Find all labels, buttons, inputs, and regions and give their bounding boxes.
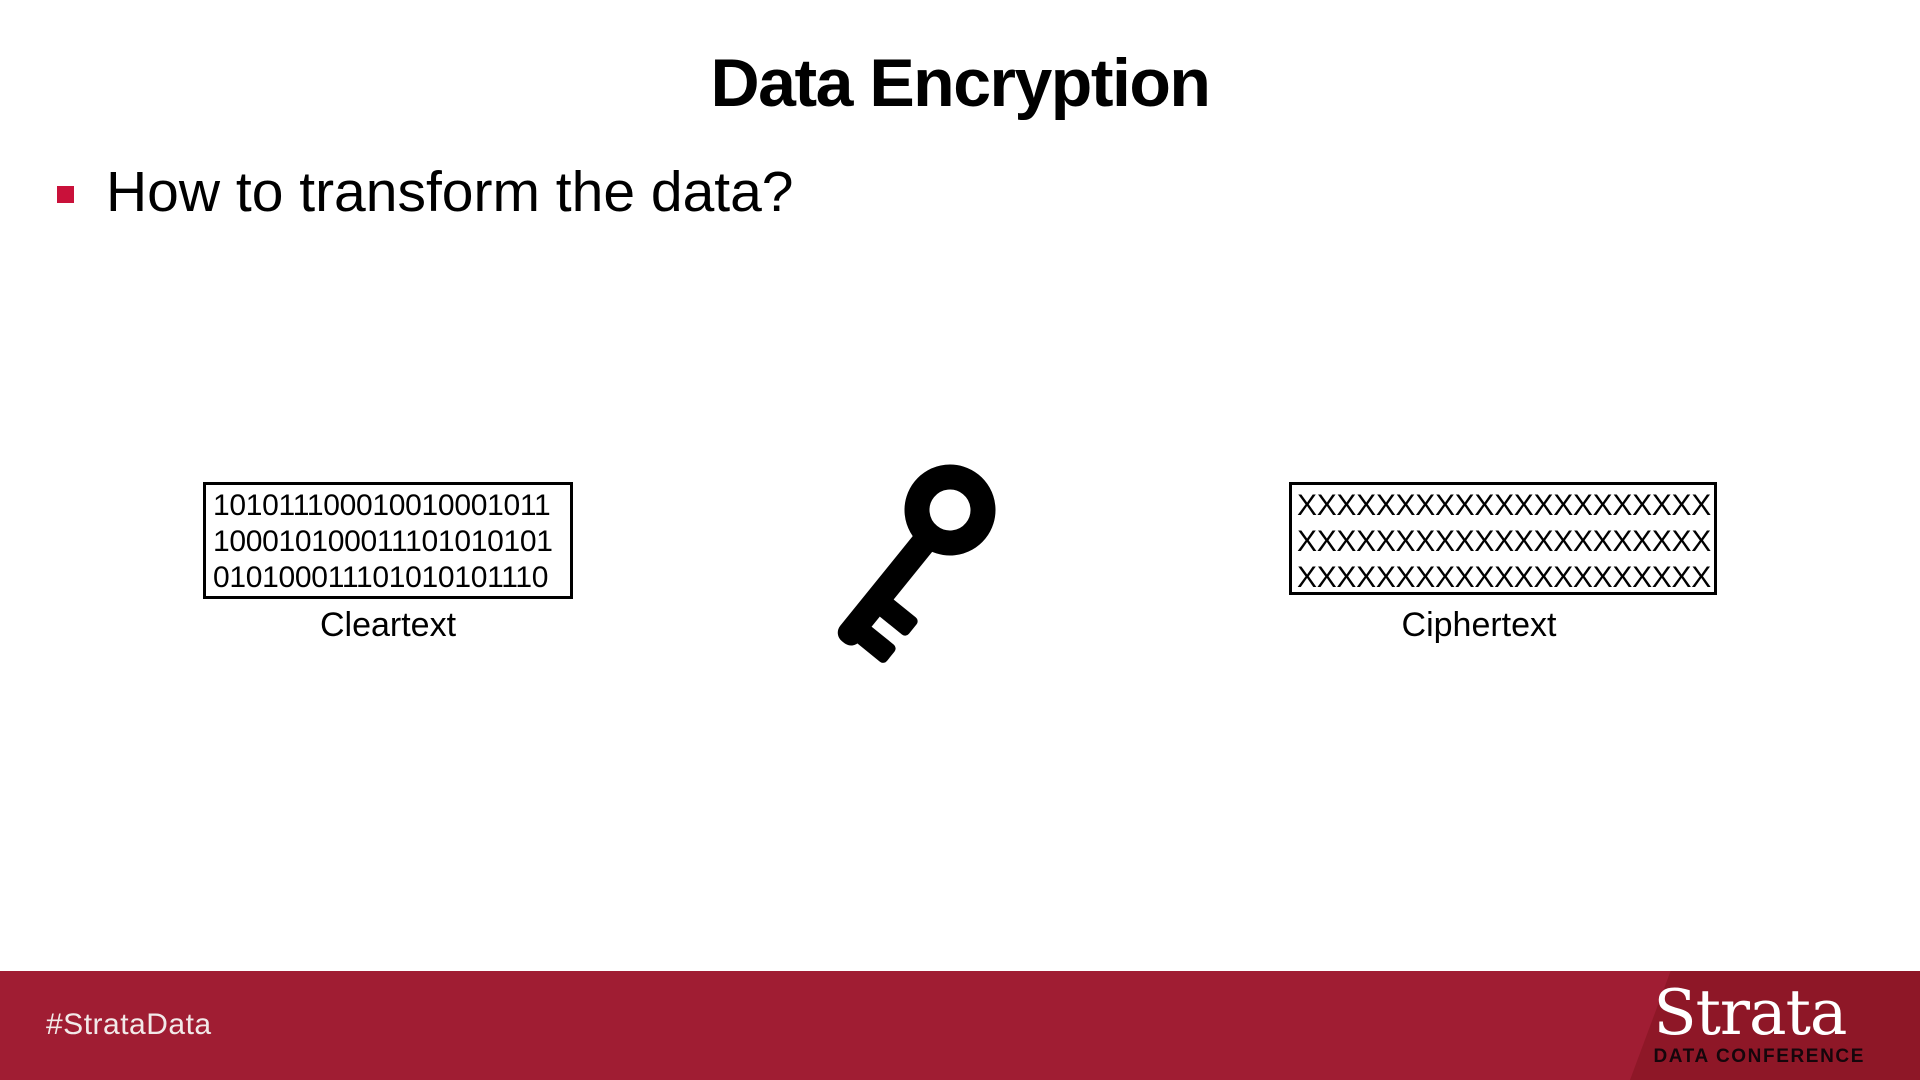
bullet-text: How to transform the data? xyxy=(106,160,794,224)
strata-logo-wordmark: Strata xyxy=(1653,976,1847,1049)
ciphertext-line: XXXXXXXXXXXXXXXXXXXXX xyxy=(1297,561,1711,594)
key-icon xyxy=(837,464,996,663)
cleartext-line: 010100011101010101110 xyxy=(213,561,549,594)
footer-bar xyxy=(0,971,1920,1080)
ciphertext-line: XXXXXXXXXXXXXXXXXXXXX xyxy=(1297,525,1711,558)
ciphertext-label: Ciphertext xyxy=(1401,606,1557,644)
bullet-square-icon xyxy=(57,186,74,203)
strata-logo: Strata DATA CONFERENCE xyxy=(1653,976,1865,1068)
slide-title: Data Encryption xyxy=(710,45,1211,121)
strata-logo-box xyxy=(1630,971,1920,1080)
ciphertext-line: XXXXXXXXXXXXXXXXXXXXX xyxy=(1297,489,1711,522)
footer-hashtag: #StrataData xyxy=(46,1008,212,1041)
ciphertext-box: XXXXXXXXXXXXXXXXXXXXX XXXXXXXXXXXXXXXXXX… xyxy=(1289,482,1717,595)
cleartext-box: 101011100010010001011 100010100011101010… xyxy=(203,482,573,599)
strata-logo-subtitle: DATA CONFERENCE xyxy=(1653,1046,1865,1067)
cleartext-line: 100010100011101010101 xyxy=(213,525,553,558)
cleartext-line: 101011100010010001011 xyxy=(213,489,551,522)
cleartext-label: Cleartext xyxy=(319,606,457,644)
